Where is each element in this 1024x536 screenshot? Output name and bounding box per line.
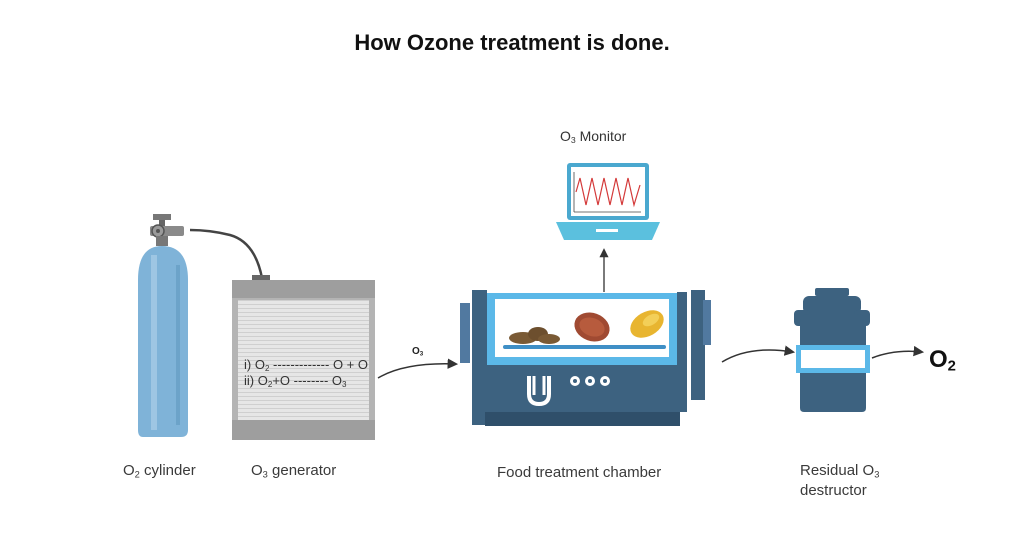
reaction-step-2: ii) O2+O -------- O3 [244, 373, 347, 389]
flow-arrow-to-output [871, 345, 925, 359]
chamber-label: Food treatment chamber [497, 464, 662, 481]
reaction-step-1: i) O2 ------------- O + O [244, 357, 368, 373]
ozone-flow-label: O3 [412, 346, 424, 358]
cylinder-label: O2 cylinder [123, 462, 196, 480]
gas-cylinder-icon [138, 214, 264, 437]
destructor-icon [794, 288, 870, 412]
generator-label: O3 generator [251, 462, 337, 480]
flow-arrow-to-destructor [721, 345, 796, 363]
flow-arrow-to-chamber [377, 358, 459, 379]
diagram-title: How Ozone treatment is done. [354, 30, 670, 55]
destructor-label-line1: Residual O3 [800, 462, 880, 480]
destructor-label-line2: destructor [800, 482, 867, 499]
chamber-icon [460, 290, 711, 426]
ozone-generator-icon [232, 275, 375, 440]
food-items-icon [509, 310, 664, 344]
oxygen-output-label: O2 [929, 346, 956, 375]
monitor-label: O3 Monitor [560, 128, 627, 146]
laptop-icon [556, 163, 660, 240]
